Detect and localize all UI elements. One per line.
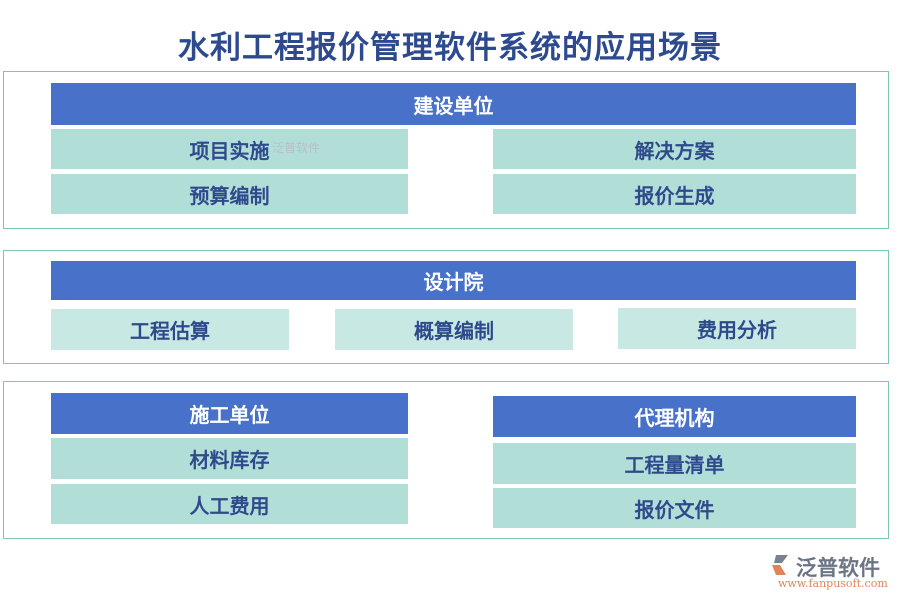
logo-url: www.fanpusoft.com (778, 577, 888, 590)
cell-project-estimate: 工程估算 (51, 309, 289, 350)
cell-quote-document: 报价文件 (493, 488, 856, 528)
watermark: 泛普软件 (272, 141, 321, 155)
cell-bill-of-quantities: 工程量清单 (493, 443, 856, 484)
page-title: 水利工程报价管理软件系统的应用场景 (178, 30, 722, 66)
logo-mark-icon (772, 555, 788, 575)
logo-name: 泛普软件 (796, 556, 880, 580)
cell-material-inventory: 材料库存 (51, 438, 408, 479)
logo: 泛普软件 www.fanpusoft.com (770, 552, 895, 592)
cell-rough-estimate: 概算编制 (335, 309, 573, 350)
header-construction-company: 施工单位 (51, 393, 408, 434)
cell-solution: 解决方案 (493, 129, 856, 169)
cell-quote-generation: 报价生成 (493, 174, 856, 214)
cell-project-implementation: 项目实施 (51, 129, 408, 169)
header-construction-unit: 建设单位 (51, 83, 856, 125)
cell-labor-cost: 人工费用 (51, 484, 408, 524)
cell-budget-preparation: 预算编制 (51, 174, 408, 214)
header-agency: 代理机构 (493, 396, 856, 437)
cell-cost-analysis: 费用分析 (618, 308, 856, 349)
header-design-institute: 设计院 (51, 261, 856, 300)
